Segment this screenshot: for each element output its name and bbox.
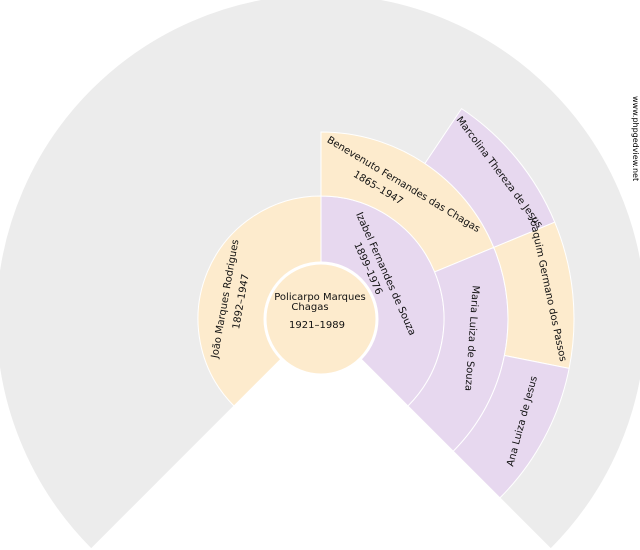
root-person-label: Policarpo Marques Chagas 1921–1989	[274, 292, 365, 331]
root-dates: 1921–1989	[289, 320, 345, 331]
root-name-line1: Policarpo Marques	[274, 292, 365, 303]
site-credit[interactable]: www.phpgedview.net	[631, 96, 640, 182]
great-grandmother-segment-2[interactable]	[452, 354, 570, 499]
root-name-line2: Chagas	[291, 302, 328, 313]
root-person-circle[interactable]	[263, 261, 379, 377]
